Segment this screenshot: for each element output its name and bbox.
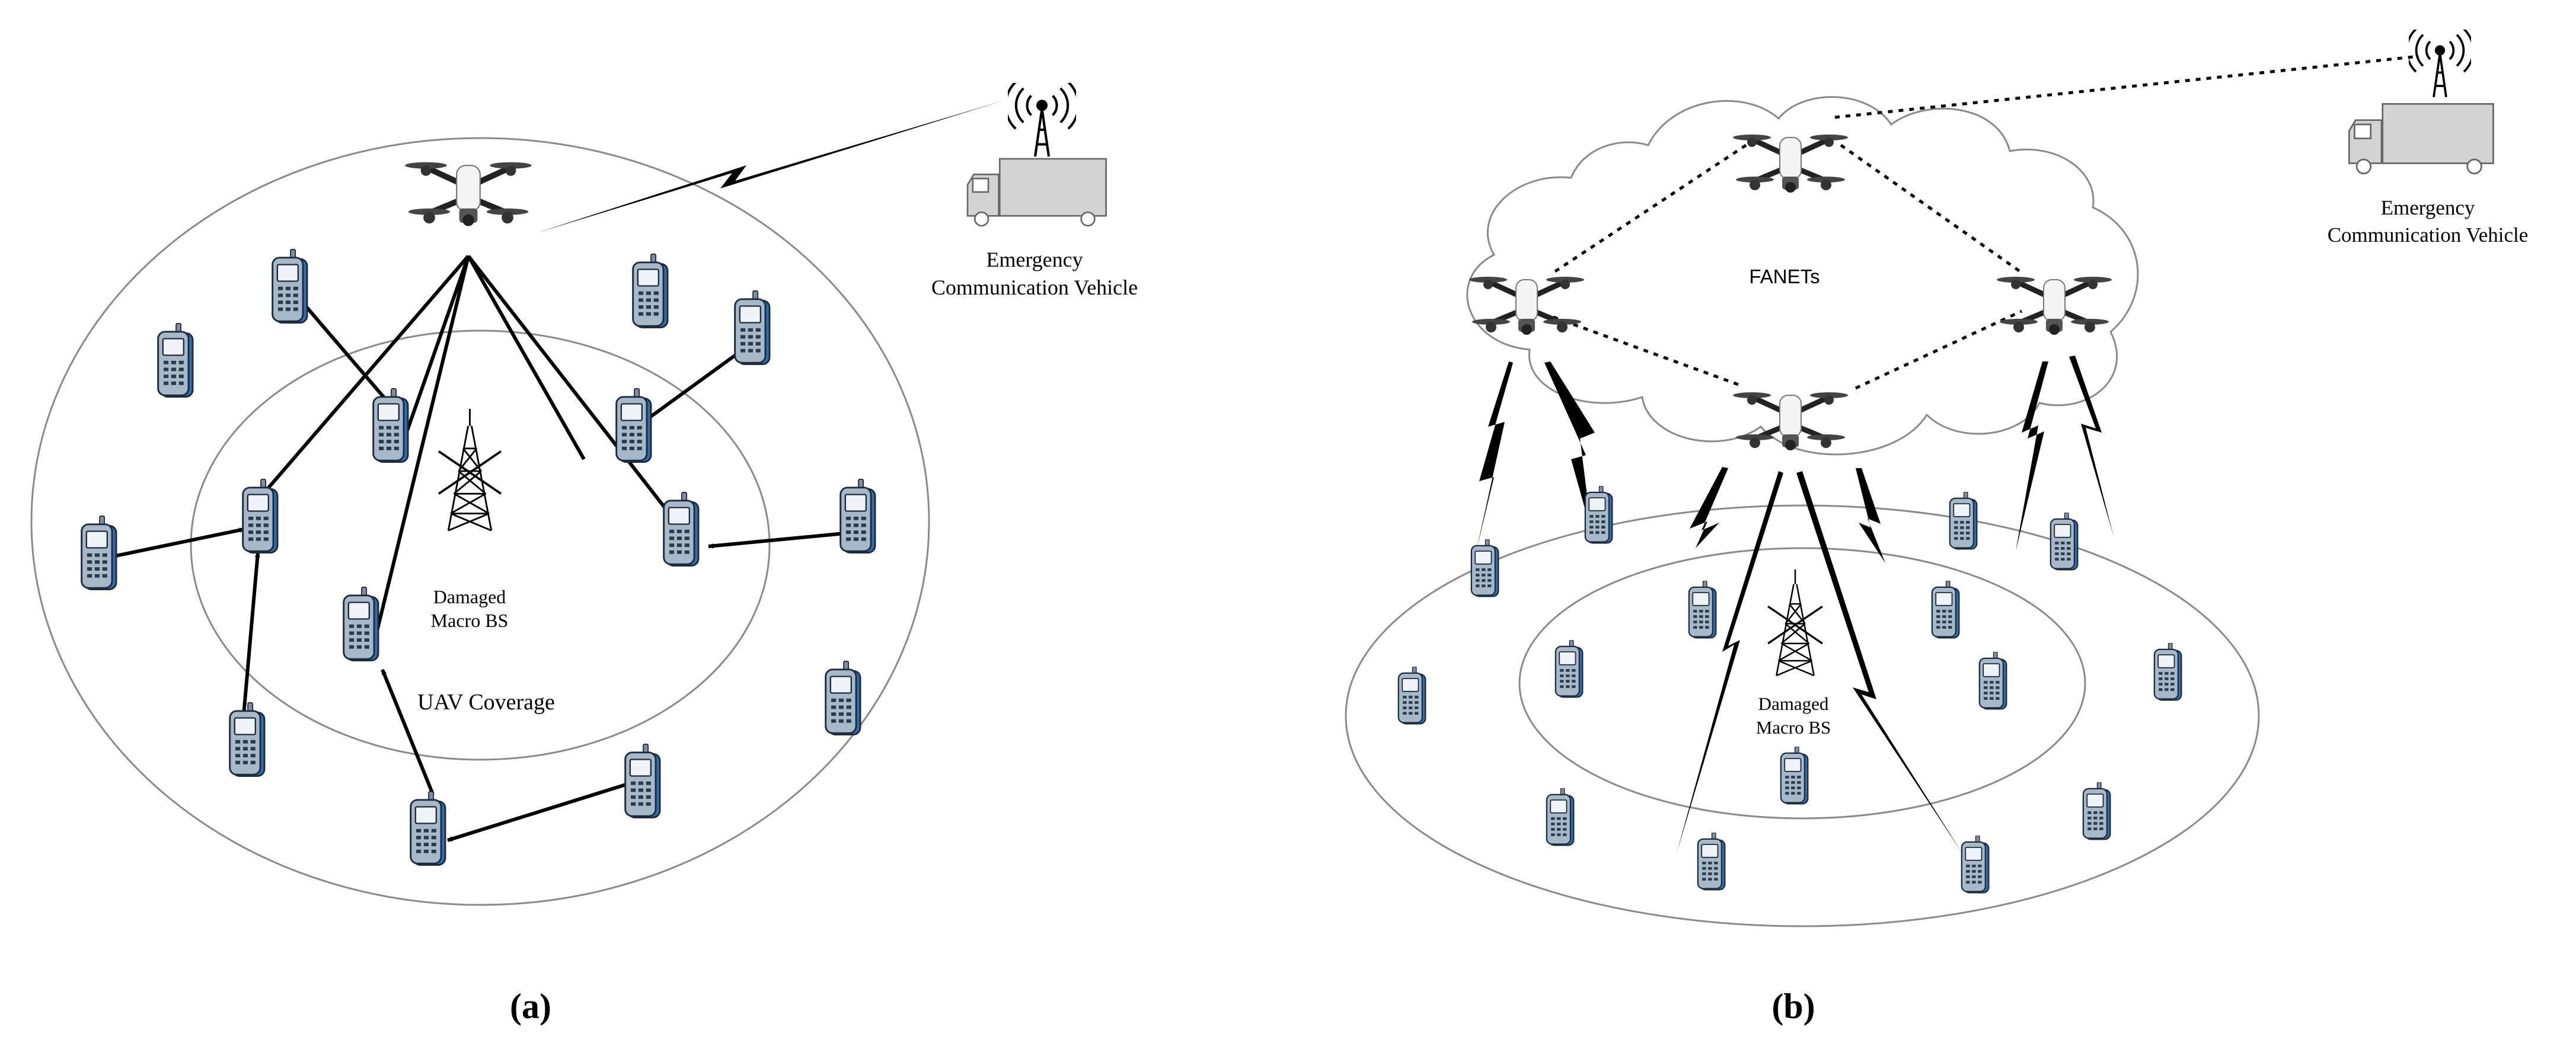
mobile-phone-icon — [839, 479, 876, 553]
drone-icon — [405, 162, 531, 226]
bs-label-line2: Macro BS — [1756, 717, 1831, 738]
drone-icon — [1733, 392, 1848, 450]
mobile-phone-icon — [624, 744, 661, 818]
panel-a-caption: (a) — [510, 987, 551, 1026]
mobile-phone-icon — [1978, 652, 2007, 710]
vehicle-label-line2: Communication Vehicle — [2328, 223, 2529, 247]
mobile-phone-icon — [1397, 667, 1426, 725]
mobile-phone-icon — [229, 702, 266, 777]
mobile-phone-icon — [1584, 486, 1613, 544]
mobile-phone-icon — [734, 290, 771, 365]
mobile-phone-icon — [372, 388, 409, 463]
mobile-phone-icon — [157, 323, 194, 398]
mobile-phone-icon — [1470, 539, 1499, 597]
drone-icon — [1997, 277, 2112, 335]
mobile-phone-icon — [81, 516, 117, 590]
damaged-cell-tower-icon — [1767, 568, 1824, 677]
mobile-phone-icon — [343, 587, 379, 661]
phones-a — [81, 249, 876, 866]
vehicle-label-line2: Communication Vehicle — [931, 276, 1138, 299]
antenna-icon — [1005, 82, 1078, 156]
emergency-vehicle-icon — [2348, 103, 2494, 175]
wireless-link-to-vehicle — [537, 101, 1003, 233]
mobile-phone-icon — [242, 479, 279, 553]
vehicle-label-line1: Emergency — [2381, 196, 2475, 219]
fanet-links — [1552, 55, 2419, 390]
vehicle-label-line1: Emergency — [986, 248, 1083, 271]
mobile-phone-icon — [1546, 788, 1575, 846]
antenna-icon — [2409, 30, 2471, 98]
outer-coverage-ellipse — [30, 137, 930, 906]
drone-icon — [1469, 277, 1584, 335]
mobile-phone-icon — [2050, 513, 2079, 571]
drone-icon — [1733, 135, 1848, 193]
panel-b-caption: (b) — [1771, 987, 1815, 1026]
bs-label-line1: Damaged — [1758, 693, 1829, 714]
mobile-phone-icon — [615, 388, 652, 463]
d2d-links — [115, 301, 845, 842]
bs-label-line2: Macro BS — [431, 610, 509, 631]
mobile-phone-icon — [1780, 747, 1809, 805]
mobile-phone-icon — [2153, 643, 2182, 701]
panel-b: Emergency Communication Vehicle FANETs D… — [1345, 30, 2529, 1026]
mobile-phone-icon — [1949, 492, 1978, 550]
mobile-phone-icon — [825, 661, 861, 735]
mobile-phone-icon — [410, 791, 446, 866]
wireless-links — [1476, 356, 2114, 853]
mobile-phone-icon — [1697, 833, 1726, 891]
phones-b — [1397, 486, 2182, 894]
fanets-label: FANETs — [1749, 265, 1820, 287]
bs-label-line1: Damaged — [433, 586, 506, 607]
mobile-phone-icon — [2082, 782, 2111, 840]
uav-coverage-label: UAV Coverage — [417, 690, 555, 715]
mobile-phone-icon — [663, 492, 700, 567]
mobile-phone-icon — [1554, 640, 1584, 698]
outer-coverage-ellipse — [1345, 504, 2260, 927]
uav-coverage-ellipse — [190, 329, 771, 761]
panel-a: Emergency Communication Vehicle Damaged … — [30, 82, 1138, 1026]
emergency-vehicle-icon — [966, 158, 1107, 227]
mobile-phone-icon — [272, 249, 308, 324]
mobile-phone-icon — [1931, 581, 1960, 639]
mobile-phone-icon — [1688, 581, 1717, 639]
inner-coverage-ellipse — [1518, 547, 2086, 820]
mobile-phone-icon — [1961, 836, 1990, 894]
fanet-cloud — [1466, 96, 2139, 456]
damaged-cell-tower-icon — [438, 409, 502, 532]
mobile-phone-icon — [632, 254, 669, 328]
